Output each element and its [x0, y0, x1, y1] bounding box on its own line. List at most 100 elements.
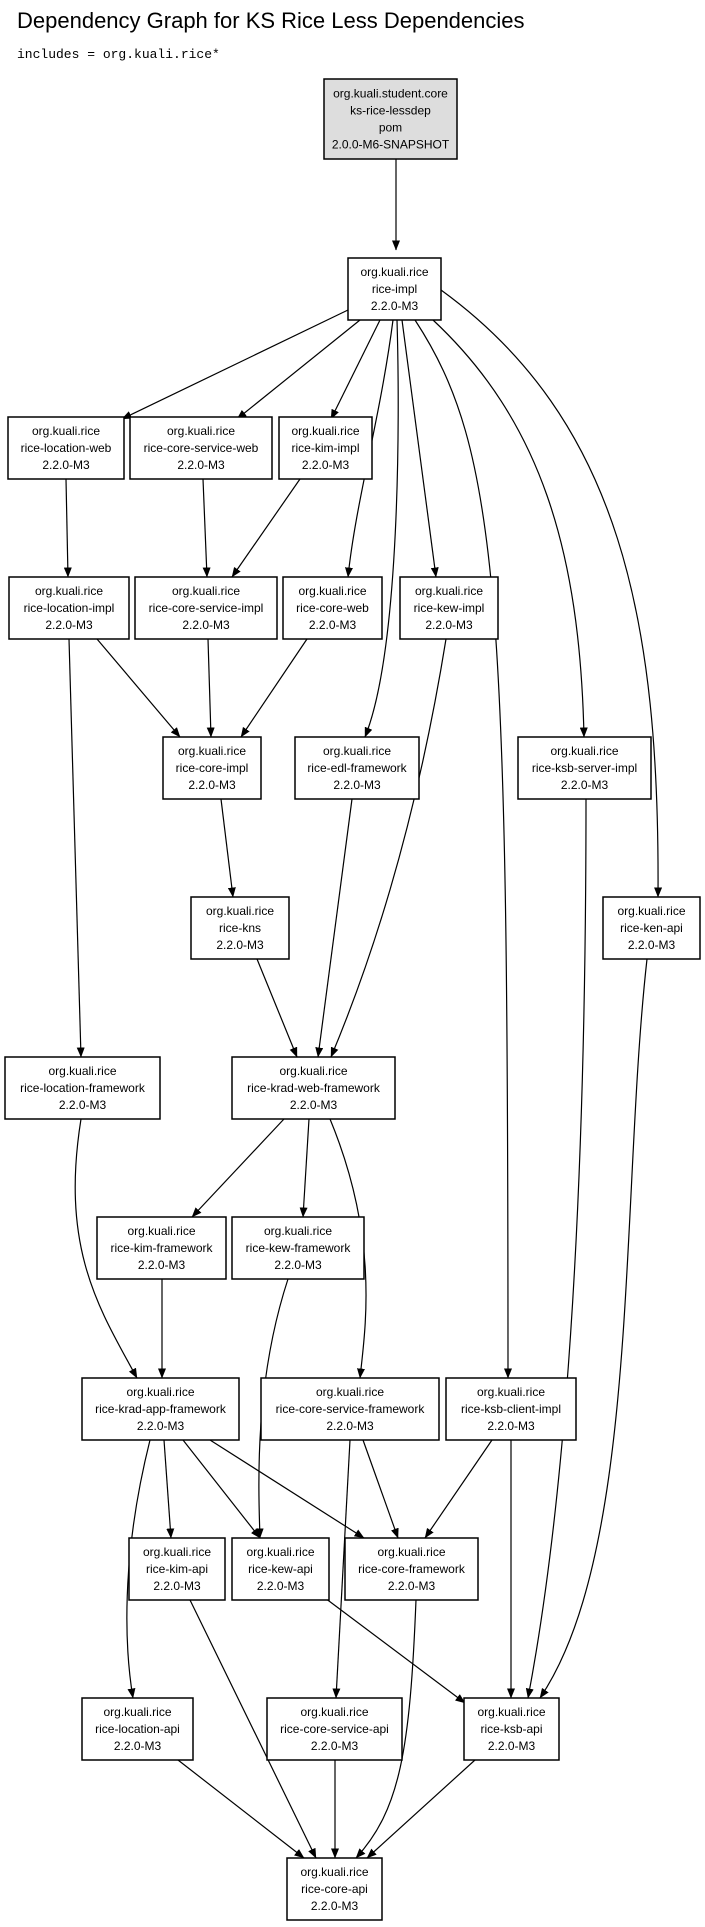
- node-box: [602, 896, 701, 960]
- node-label-line: org.kuali.rice: [300, 1705, 368, 1719]
- edge-rice-location-impl-to-rice-core-impl: [96, 638, 181, 738]
- node-rice-core-service-impl: org.kuali.ricerice-core-service-impl2.2.…: [134, 576, 278, 640]
- edge-rice-core-impl-to-rice-kns: [220, 798, 236, 898]
- node-label-line: 2.2.0-M3: [216, 938, 264, 952]
- node-label-line: org.kuali.rice: [206, 904, 274, 918]
- node-label-line: org.kuali.rice: [415, 584, 483, 598]
- node-box: [347, 257, 442, 321]
- node-label-line: 2.2.0-M3: [45, 618, 93, 632]
- node-label-line: org.kuali.rice: [291, 424, 359, 438]
- node-box: [266, 1697, 403, 1761]
- node-box: [162, 736, 262, 800]
- node-label-line: rice-core-api: [301, 1882, 368, 1896]
- node-rice-core-framework: org.kuali.ricerice-core-framework2.2.0-M…: [344, 1537, 479, 1601]
- node-label-line: rice-location-impl: [24, 601, 115, 615]
- node-label-line: org.kuali.rice: [143, 1545, 211, 1559]
- node-label-line: 2.0.0-M6-SNAPSHOT: [332, 138, 450, 152]
- node-label-line: org.kuali.rice: [323, 744, 391, 758]
- page-title: Dependency Graph for KS Rice Less Depend…: [17, 8, 525, 33]
- node-rice-krad-web-framework: org.kuali.ricerice-krad-web-framework2.2…: [231, 1056, 396, 1120]
- node-box: [4, 1056, 161, 1120]
- node-label-line: rice-ken-api: [620, 921, 683, 935]
- node-root: org.kuali.student.coreks-rice-lessdeppom…: [323, 78, 458, 160]
- node-label-line: rice-core-service-framework: [276, 1402, 426, 1416]
- edge-rice-kim-api-to-rice-core-api: [189, 1599, 317, 1859]
- node-box: [323, 78, 458, 160]
- node-label-line: org.kuali.rice: [167, 424, 235, 438]
- node-rice-core-service-api: org.kuali.ricerice-core-service-api2.2.0…: [266, 1697, 403, 1761]
- node-box: [96, 1216, 227, 1280]
- node-box: [134, 576, 278, 640]
- node-label-line: 2.2.0-M3: [487, 1419, 535, 1433]
- node-rice-ksb-server-impl: org.kuali.ricerice-ksb-server-impl2.2.0-…: [517, 736, 652, 800]
- node-label-line: 2.2.0-M3: [182, 618, 230, 632]
- edge-rice-core-service-framework-to-rice-core-service-api: [332, 1439, 351, 1699]
- node-label-line: rice-kew-framework: [246, 1241, 352, 1255]
- node-label-line: 2.2.0-M3: [59, 1098, 107, 1112]
- node-box: [231, 1216, 365, 1280]
- node-box: [231, 1056, 396, 1120]
- node-label-line: 2.2.0-M3: [628, 938, 676, 952]
- node-label-line: rice-location-web: [21, 441, 112, 455]
- node-label-line: org.kuali.rice: [264, 1224, 332, 1238]
- node-box: [231, 1537, 330, 1601]
- edge-rice-impl-to-rice-core-service-web: [236, 319, 361, 420]
- node-label-line: rice-core-framework: [358, 1562, 466, 1576]
- node-label-line: rice-kim-impl: [292, 441, 360, 455]
- node-label-line: 2.2.0-M3: [290, 1098, 338, 1112]
- edge-rice-krad-app-framework-to-rice-kim-api: [163, 1439, 175, 1539]
- node-label-line: 2.2.0-M3: [138, 1258, 186, 1272]
- edge-rice-impl-to-rice-ken-api: [440, 289, 663, 898]
- node-label-line: 2.2.0-M3: [388, 1579, 436, 1593]
- edge-rice-location-api-to-rice-core-api: [177, 1759, 305, 1859]
- node-label-line: org.kuali.rice: [127, 1224, 195, 1238]
- node-label-line: 2.2.0-M3: [177, 458, 225, 472]
- node-label-line: org.kuali.student.core: [333, 87, 448, 101]
- edge-rice-impl-to-rice-location-web: [121, 309, 349, 420]
- node-rice-location-framework: org.kuali.ricerice-location-framework2.2…: [4, 1056, 161, 1120]
- node-box: [463, 1697, 560, 1761]
- node-label-line: rice-ksb-server-impl: [532, 761, 637, 775]
- node-box: [128, 1537, 226, 1601]
- node-label-line: 2.2.0-M3: [311, 1739, 359, 1753]
- node-label-line: rice-ksb-client-impl: [461, 1402, 561, 1416]
- node-box: [282, 576, 383, 640]
- node-label-line: rice-core-service-web: [144, 441, 259, 455]
- node-label-line: rice-core-web: [296, 601, 369, 615]
- edge-rice-krad-app-framework-to-rice-kew-api: [182, 1439, 261, 1539]
- node-label-line: org.kuali.rice: [617, 904, 685, 918]
- edge-rice-core-service-web-to-rice-core-service-impl: [202, 478, 211, 578]
- edge-rice-edl-framework-to-rice-krad-web-framework: [315, 798, 353, 1058]
- node-box: [517, 736, 652, 800]
- node-label-line: 2.2.0-M3: [488, 1739, 536, 1753]
- edge-rice-ksb-api-to-rice-core-api: [366, 1759, 476, 1859]
- edge-rice-impl-to-rice-kim-impl: [330, 319, 381, 420]
- node-label-line: 2.2.0-M3: [561, 778, 609, 792]
- edge-rice-krad-app-framework-to-rice-core-framework: [209, 1439, 365, 1539]
- edge-rice-ksb-server-impl-to-rice-ksb-api: [525, 798, 587, 1699]
- edge-rice-ksb-client-impl-to-rice-core-framework: [424, 1439, 493, 1539]
- node-label-line: pom: [379, 121, 402, 135]
- node-label-line: rice-core-service-impl: [149, 601, 264, 615]
- node-label-line: org.kuali.rice: [279, 1064, 347, 1078]
- node-label-line: rice-core-impl: [176, 761, 249, 775]
- node-label-line: 2.2.0-M3: [302, 458, 350, 472]
- edge-rice-location-web-to-rice-location-impl: [63, 478, 72, 578]
- edge-rice-impl-to-rice-kew-impl: [401, 319, 439, 578]
- node-rice-krad-app-framework: org.kuali.ricerice-krad-app-framework2.2…: [81, 1377, 240, 1441]
- edge-rice-kns-to-rice-krad-web-framework: [256, 958, 298, 1058]
- node-label-line: org.kuali.rice: [246, 1545, 314, 1559]
- node-label-line: rice-impl: [372, 282, 417, 296]
- node-label-line: org.kuali.rice: [300, 1865, 368, 1879]
- edge-rice-ken-api-to-rice-ksb-api: [539, 958, 648, 1699]
- node-rice-kim-impl: org.kuali.rice rice-kim-impl 2.2.0-M3: [278, 416, 373, 480]
- node-box: [278, 416, 373, 480]
- node-rice-ksb-client-impl: org.kuali.ricerice-ksb-client-impl2.2.0-…: [445, 1377, 577, 1441]
- node-label-line: rice-krad-app-framework: [95, 1402, 227, 1416]
- node-label-line: rice-edl-framework: [307, 761, 407, 775]
